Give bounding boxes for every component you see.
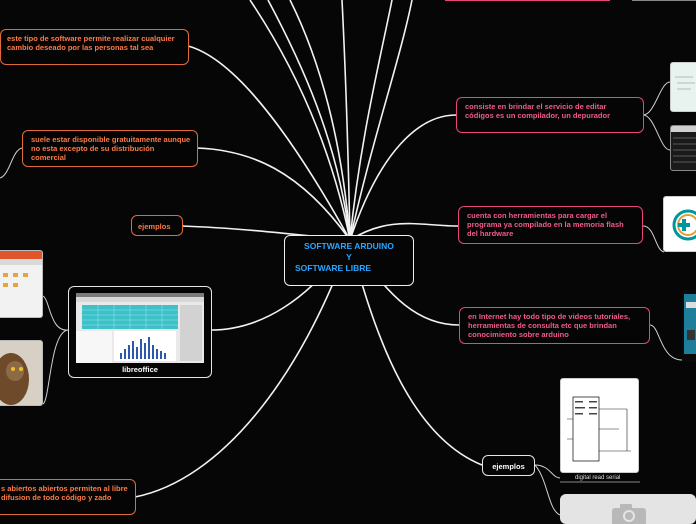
schematic-caption: digital read serial xyxy=(575,475,621,481)
arduino-board-image[interactable] xyxy=(682,290,696,362)
node-internet-text: en Internet hay todo tipo de videos tuto… xyxy=(468,312,631,339)
node-internet[interactable]: en Internet hay todo tipo de videos tuto… xyxy=(459,307,650,344)
digital-read-serial-schematic xyxy=(567,396,631,462)
node-abiertos-text: s abiertos abiertos permiten al libre di… xyxy=(1,484,128,502)
central-topic-line-3: SOFTWARE LIBRE xyxy=(295,263,372,273)
owl-photo-image[interactable] xyxy=(0,340,43,406)
node-ejemplos-right-text: ejemplos xyxy=(492,462,525,471)
schematic-image[interactable] xyxy=(560,378,639,473)
node-herramientas[interactable]: cuenta con herramientas para cargar el p… xyxy=(458,206,643,244)
libreoffice-label: libreoffice xyxy=(122,365,158,374)
node-gratuito[interactable]: suele estar disponible gratuitamente aun… xyxy=(22,130,198,167)
spreadsheet-screenshot xyxy=(76,293,204,363)
arduino-ide-screenshot xyxy=(675,76,695,90)
compiler-output-image[interactable] xyxy=(670,125,696,171)
arduino-board-photo xyxy=(684,294,696,354)
file-manager-image[interactable] xyxy=(0,250,43,318)
arduino-ide-image[interactable] xyxy=(670,62,696,112)
node-ejemplos-left-text: ejemplos xyxy=(138,222,171,231)
node-abiertos[interactable]: s abiertos abiertos permiten al libre di… xyxy=(0,479,136,515)
central-topic-line-1: SOFTWARE ARDUINO xyxy=(304,241,394,251)
arduino-logo-image[interactable] xyxy=(663,196,696,252)
arduino-logo xyxy=(672,209,696,241)
node-cambios-text: este tipo de software permite realizar c… xyxy=(7,34,175,52)
compiler-output-screenshot xyxy=(671,126,696,163)
node-editor-text: consiste en brindar el servicio de edita… xyxy=(465,102,611,120)
camera-placeholder-image[interactable] xyxy=(560,494,696,524)
node-cambios[interactable]: este tipo de software permite realizar c… xyxy=(0,29,189,65)
node-ejemplos-right[interactable]: ejemplos xyxy=(482,455,535,476)
node-editor[interactable]: consiste en brindar el servicio de edita… xyxy=(456,97,644,133)
node-ejemplos-left[interactable]: ejemplos xyxy=(131,215,183,236)
central-topic-line-2: Y xyxy=(346,252,352,262)
node-herramientas-text: cuenta con herramientas para cargar el p… xyxy=(467,211,624,238)
central-topic-node[interactable]: SOFTWARE ARDUINO Y SOFTWARE LIBRE xyxy=(284,235,414,286)
libreoffice-image-node[interactable]: libreoffice xyxy=(68,286,212,378)
node-gratuito-text: suele estar disponible gratuitamente aun… xyxy=(31,135,191,162)
owl-photo xyxy=(0,341,42,405)
file-manager-screenshot xyxy=(0,251,42,287)
